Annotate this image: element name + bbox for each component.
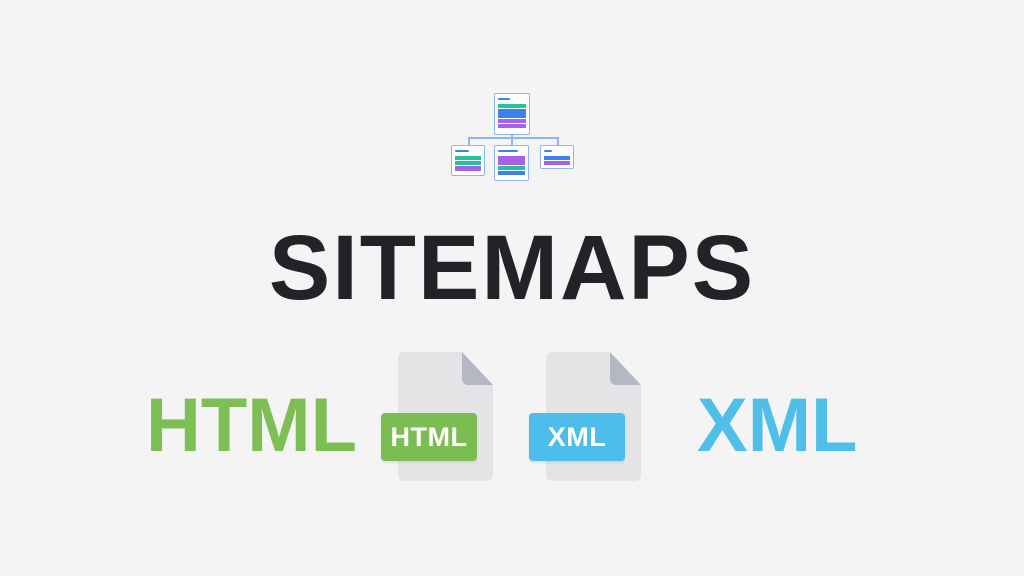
connector-horizontal bbox=[468, 137, 558, 139]
xml-heading: XML bbox=[697, 383, 858, 468]
html-file-icon: HTML bbox=[381, 352, 493, 481]
connector-middle bbox=[511, 137, 513, 145]
sitemap-root-card bbox=[494, 93, 530, 135]
xml-file-label: XML bbox=[529, 413, 625, 461]
connector-right bbox=[557, 137, 559, 145]
sitemap-child-card-right bbox=[540, 145, 574, 169]
sitemap-child-card-left bbox=[451, 145, 485, 176]
sitemap-child-card-middle bbox=[494, 145, 529, 181]
sitemap-hierarchy-icon bbox=[448, 90, 578, 185]
html-file-label: HTML bbox=[381, 413, 477, 461]
xml-file-icon: XML bbox=[529, 352, 641, 481]
html-heading: HTML bbox=[146, 383, 358, 468]
connector-left bbox=[468, 137, 470, 145]
page-title: SITEMAPS bbox=[268, 217, 756, 319]
connector-vertical-top bbox=[511, 134, 513, 138]
